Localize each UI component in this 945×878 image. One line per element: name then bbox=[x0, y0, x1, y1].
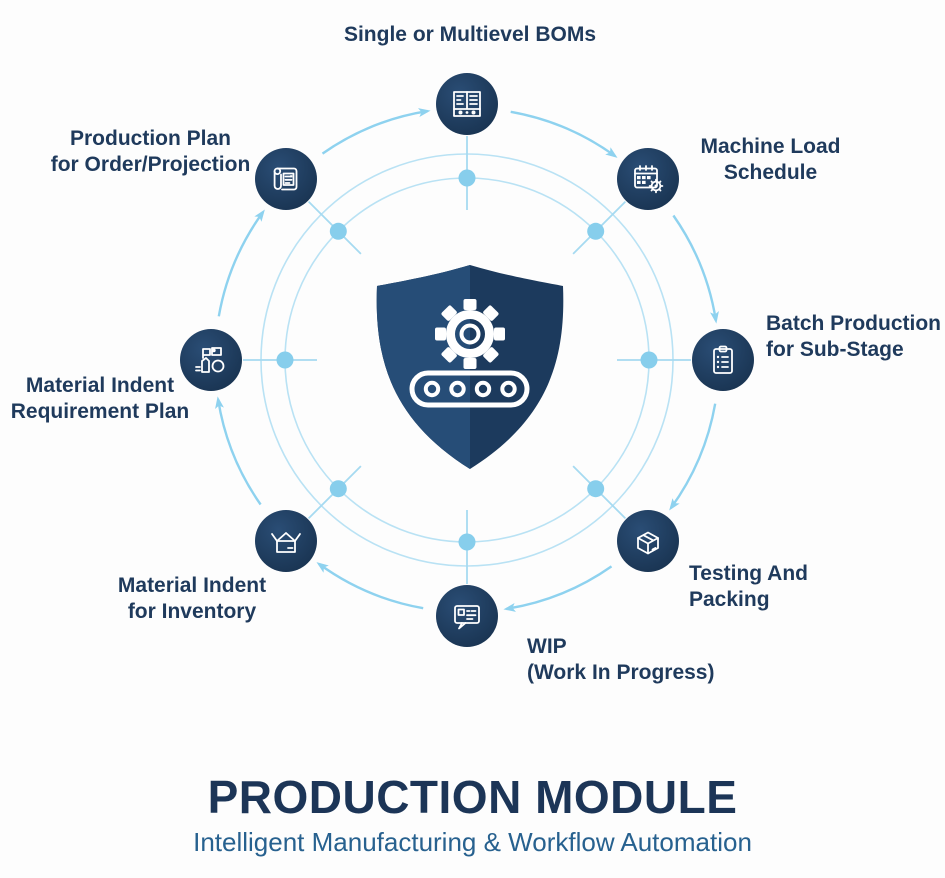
node-testing-and-packing bbox=[617, 510, 679, 572]
label-batch-production-sub-stage: Batch Production for Sub-Stage bbox=[766, 312, 942, 361]
node-material-indent-requirement-plan bbox=[180, 329, 242, 391]
node-batch-production-sub-stage bbox=[692, 329, 754, 391]
shield-icon bbox=[376, 265, 564, 469]
node-material-indent-for-inventory bbox=[255, 510, 317, 572]
label-production-plan: Production Plan for Order/Projection bbox=[50, 127, 251, 176]
page-title: PRODUCTION MODULE bbox=[207, 771, 738, 823]
label-testing-and-packing: Testing And Packing bbox=[689, 562, 808, 611]
conveyor-icon bbox=[409, 370, 530, 408]
chat-list-icon bbox=[454, 605, 480, 630]
clipboard-checklist-icon bbox=[713, 345, 733, 374]
node-single-or-multilevel-boms bbox=[436, 73, 498, 135]
calendar-gear-icon bbox=[634, 165, 664, 194]
open-box-icon bbox=[271, 532, 301, 553]
page-subtitle: Intelligent Manufacturing & Workflow Aut… bbox=[193, 827, 752, 857]
label-single-or-multilevel-boms: Single or Multievel BOMs bbox=[343, 23, 597, 46]
gear-icon bbox=[435, 299, 505, 369]
node-wip-work-in-progress bbox=[436, 585, 498, 647]
node-machine-load-schedule bbox=[617, 148, 679, 210]
label-machine-load-schedule: Machine Load Schedule bbox=[700, 135, 841, 184]
label-material-indent-for-inventory: Material Indent for Inventory bbox=[117, 574, 267, 623]
bom-list-icon bbox=[453, 91, 481, 117]
flow-arrows bbox=[215, 108, 719, 612]
label-material-indent-requirement-plan: Material Indent Requirement Plan bbox=[10, 374, 190, 423]
blueprint-scroll-icon bbox=[273, 167, 298, 191]
ring-dots bbox=[276, 169, 658, 551]
sealed-box-icon bbox=[637, 531, 659, 555]
node-production-plan bbox=[255, 148, 317, 210]
label-wip-work-in-progress: WIP (Work In Progress) bbox=[527, 635, 715, 684]
factory-plan-icon bbox=[195, 347, 225, 373]
